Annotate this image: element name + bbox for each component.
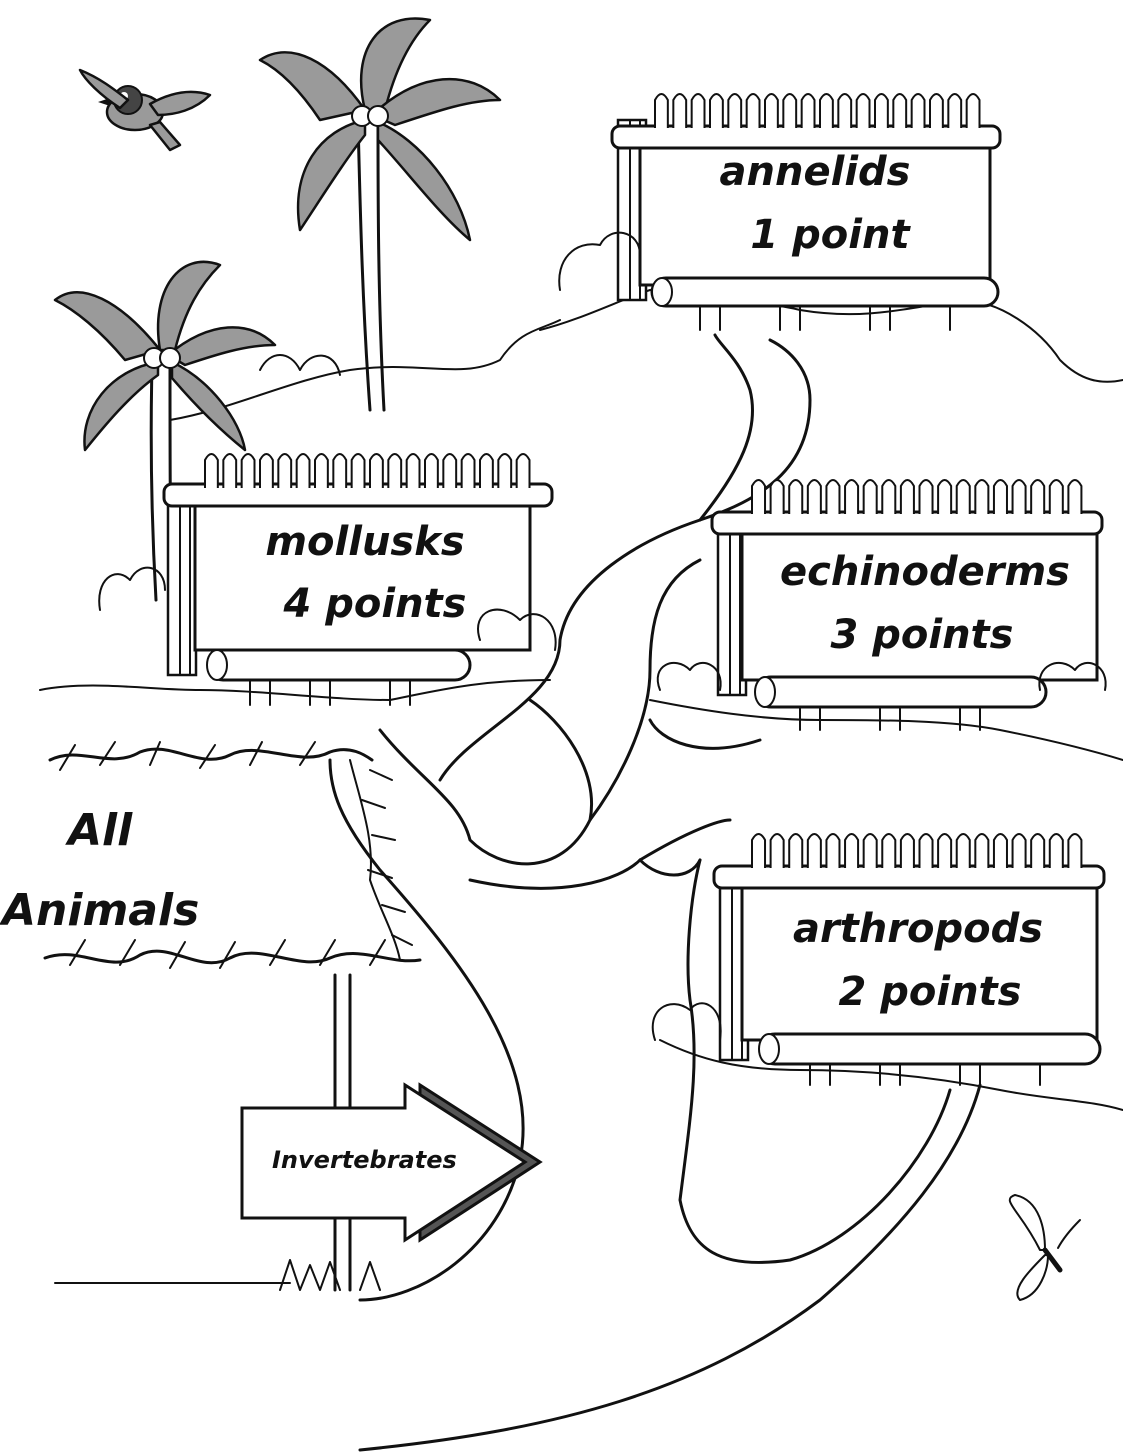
start-label-line1: All	[65, 805, 133, 856]
fence-picket	[820, 94, 833, 128]
start-sign: All Animals	[0, 742, 420, 968]
fence-picket	[1068, 834, 1081, 868]
fence-picket	[920, 480, 933, 514]
fence-picket	[370, 454, 383, 488]
fence-picket	[752, 834, 765, 868]
fence-picket	[838, 94, 851, 128]
fence-picket	[205, 454, 218, 488]
fence-picket	[808, 834, 821, 868]
fence-picket	[1013, 480, 1026, 514]
fence-picket	[517, 454, 530, 488]
fence-picket	[938, 834, 951, 868]
fence-picket	[875, 94, 888, 128]
fence-picket	[783, 94, 796, 128]
fence-picket	[333, 454, 346, 488]
fence-picket	[845, 834, 858, 868]
fence-picket	[901, 834, 914, 868]
sign-echinoderms-points: 3 points	[831, 612, 1014, 658]
sign-arthropods-points: 2 points	[839, 969, 1022, 1015]
fence-picket	[808, 480, 821, 514]
fence-picket	[930, 94, 943, 128]
sign-annelids-name: annelids	[720, 149, 911, 195]
sign-echinoderms: echinoderms 3 points	[712, 480, 1102, 730]
fence-picket	[1031, 480, 1044, 514]
sign-annelids: annelids 1 point	[612, 94, 1000, 330]
fence-picket	[864, 480, 877, 514]
fence-picket	[297, 454, 310, 488]
fence-picket	[912, 94, 925, 128]
fence-picket	[771, 480, 784, 514]
fence-picket	[388, 454, 401, 488]
sign-mollusks: mollusks 4 points	[164, 454, 552, 705]
fence-picket	[845, 480, 858, 514]
fence-picket	[462, 454, 475, 488]
sign-echinoderms-name: echinoderms	[780, 549, 1070, 595]
fence-picket	[975, 480, 988, 514]
fence-picket	[789, 834, 802, 868]
fence-picket	[752, 480, 765, 514]
fence-picket	[480, 454, 493, 488]
fence-picket	[882, 480, 895, 514]
fence-picket	[728, 94, 741, 128]
fence-picket	[1068, 480, 1081, 514]
fence-picket	[826, 834, 839, 868]
sign-mollusks-points: 4 points	[283, 581, 467, 627]
fence-picket	[443, 454, 456, 488]
fence-picket	[407, 454, 420, 488]
fence-picket	[857, 94, 870, 128]
sign-arthropods: arthropods 2 points	[714, 834, 1104, 1085]
fence-picket	[938, 480, 951, 514]
fence-picket	[994, 834, 1007, 868]
fence-picket	[957, 480, 970, 514]
fence-picket	[260, 454, 273, 488]
sign-mollusks-name: mollusks	[265, 519, 464, 565]
fence-picket	[864, 834, 877, 868]
fence-picket	[692, 94, 705, 128]
butterfly-icon	[1010, 1195, 1080, 1300]
fence-picket	[826, 480, 839, 514]
arrow-label: Invertebrates	[272, 1146, 457, 1174]
fence-picket	[967, 94, 980, 128]
start-label-line2: Animals	[0, 885, 199, 936]
fence-picket	[1031, 834, 1044, 868]
bird-icon	[80, 70, 210, 150]
fence-pickets-annelids	[655, 94, 980, 128]
fence-picket	[957, 834, 970, 868]
fence-picket	[1050, 480, 1063, 514]
fence-picket	[771, 834, 784, 868]
fence-picket	[765, 94, 778, 128]
fence-picket	[352, 454, 365, 488]
fence-picket	[498, 454, 511, 488]
fence-picket	[425, 454, 438, 488]
palm-tree-tall	[260, 18, 500, 410]
sign-annelids-points: 1 point	[750, 212, 911, 258]
fence-picket	[1013, 834, 1026, 868]
fence-picket	[223, 454, 236, 488]
fence-picket	[278, 454, 291, 488]
sign-arthropods-name: arthropods	[793, 906, 1043, 952]
fence-picket	[948, 94, 961, 128]
fence-picket	[747, 94, 760, 128]
fence-picket	[710, 94, 723, 128]
fence-picket	[802, 94, 815, 128]
fence-picket	[789, 480, 802, 514]
fence-picket	[920, 834, 933, 868]
fence-pickets-arthropods	[752, 834, 1081, 868]
fence-picket	[673, 94, 686, 128]
fence-picket	[1050, 834, 1063, 868]
fence-picket	[242, 454, 255, 488]
fence-pickets-echinoderms	[752, 480, 1081, 514]
fence-picket	[655, 94, 668, 128]
fence-picket	[893, 94, 906, 128]
fence-picket	[994, 480, 1007, 514]
fence-picket	[315, 454, 328, 488]
invertebrates-signpost: Invertebrates	[55, 975, 540, 1290]
fence-picket	[975, 834, 988, 868]
fence-picket	[901, 480, 914, 514]
fence-picket	[882, 834, 895, 868]
